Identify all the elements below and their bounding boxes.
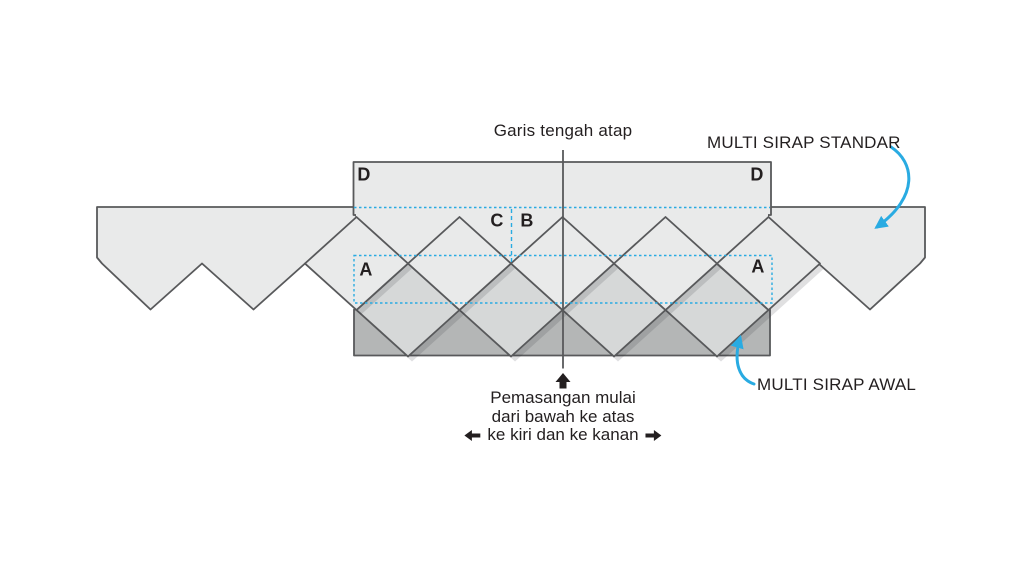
installation-instructions: Pemasangan mulai dari bawah ke atas ke k… — [464, 388, 662, 445]
row-a-guide-rect — [353, 254, 773, 304]
marker-d-left: D — [357, 164, 371, 185]
marker-c: C — [490, 210, 504, 231]
up-arrow-icon — [555, 373, 571, 389]
marker-b: B — [520, 210, 534, 231]
standar-callout-arrow — [874, 145, 911, 229]
marker-d-right: D — [750, 164, 764, 185]
left-arrow-icon — [464, 429, 481, 441]
awal-callout-arrow — [730, 334, 756, 386]
center-line-title: Garis tengah atap — [493, 121, 633, 140]
awal-callout-label: MULTI SIRAP AWAL — [757, 375, 917, 394]
guide-lines — [353, 206, 773, 304]
marker-a-right: A — [751, 256, 765, 277]
instruction-line-3: ke kiri dan ke kanan — [464, 425, 662, 445]
marker-a-left: A — [359, 259, 373, 280]
standar-callout-label: MULTI SIRAP STANDAR — [707, 133, 901, 152]
instruction-line-2: dari bawah ke atas — [491, 406, 635, 426]
right-arrow-icon — [645, 429, 662, 441]
instruction-line-3-text: ke kiri dan ke kanan — [487, 425, 639, 444]
instruction-line-1: Pemasangan mulai — [490, 388, 636, 407]
